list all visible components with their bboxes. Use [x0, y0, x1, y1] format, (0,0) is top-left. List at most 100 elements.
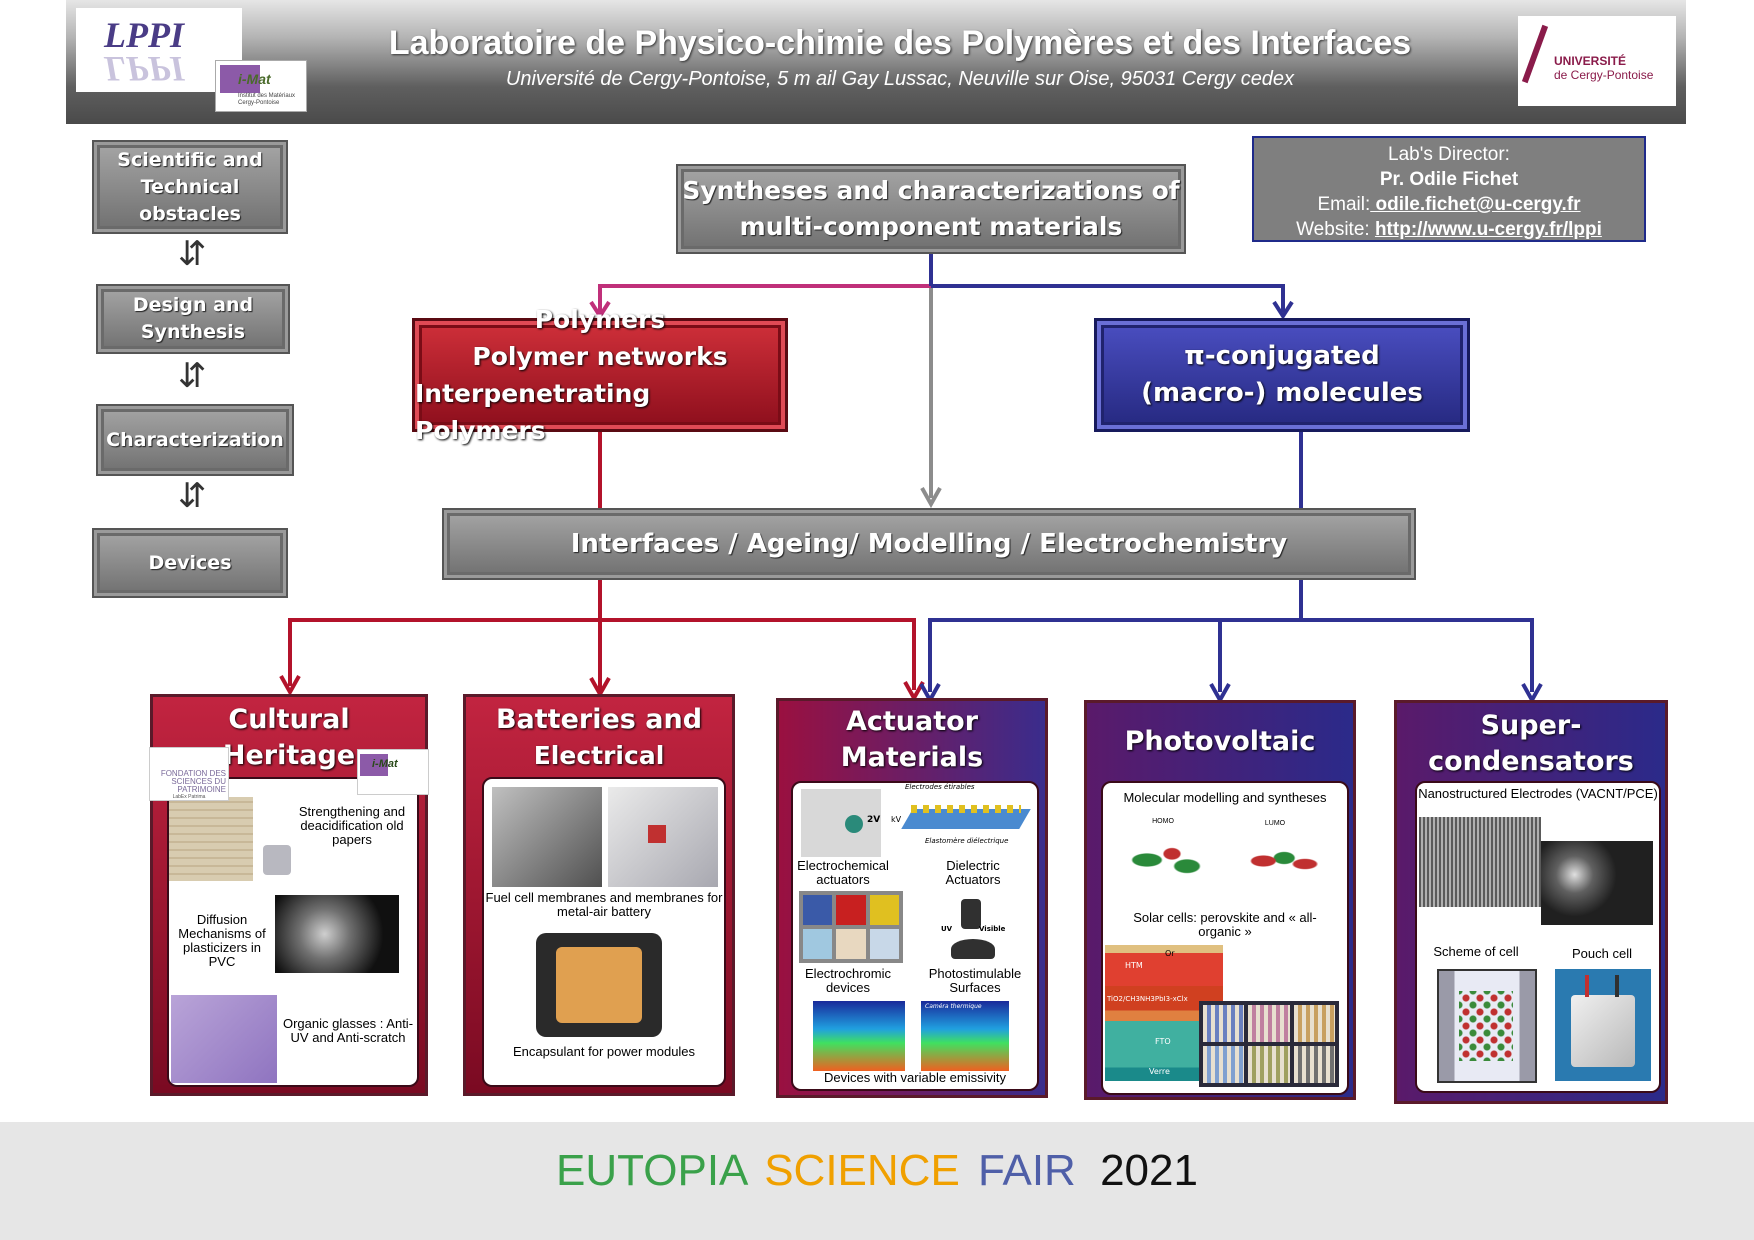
- dielectric-actuator-diagram: Electrodes étirables kV Elastomère diéle…: [891, 783, 1031, 849]
- supercap-scheme-diagram: [1437, 969, 1537, 1083]
- director-website-link[interactable]: http://www.u-cergy.fr/lppi: [1374, 219, 1602, 240]
- event-word-science: SCIENCE: [764, 1146, 960, 1195]
- event-word-eutopia: EUTOPIA: [556, 1146, 746, 1195]
- director-email-label: Email:: [1317, 194, 1371, 215]
- droplet-image: [961, 899, 981, 929]
- elastomer-label: Elastomère diélectrique: [925, 837, 1009, 845]
- batteries-title1: Batteries and: [495, 704, 703, 735]
- htm-layer-label: HTM: [1125, 961, 1143, 970]
- director-name: Pr. Odile Fichet: [1379, 169, 1519, 190]
- interfaces-box: Interfaces / Ageing/ Modelling / Electro…: [442, 508, 1416, 580]
- director-email-row: Email: odile.fichet@u-cergy.fr: [1254, 192, 1644, 217]
- pce-sem-image: [1541, 841, 1653, 925]
- visible-label: Visible: [979, 925, 1006, 933]
- perovskite-layer-label: TiO2/CH3NH3PbI3-xClx: [1107, 995, 1188, 1003]
- ucp-logo-line2: de Cergy-Pontoise: [1554, 68, 1654, 82]
- imat-logo-subtext: Institut des Matériaux Cergy-Pontoise: [238, 93, 296, 106]
- polymers-line2: Polymer networks: [472, 342, 728, 371]
- event-word-fair: FAIR: [978, 1146, 1076, 1195]
- cultural-content: Strengthening and deacidification old pa…: [167, 777, 419, 1087]
- glass-layer-label: Verre: [1149, 1067, 1170, 1076]
- super-content: Nanostructured Electrodes (VACNT/PCE) Sc…: [1415, 781, 1661, 1093]
- panel-supercondensators: Super- condensators Nanostructured Elect…: [1394, 700, 1668, 1104]
- director-email-link[interactable]: odile.fichet@u-cergy.fr: [1370, 194, 1581, 215]
- electrochromic-cell-red: [836, 895, 866, 925]
- cultural-caption-pvc: Diffusion Mechanisms of plasticizers in …: [178, 912, 266, 969]
- step-design-synthesis: Design and Synthesis: [96, 284, 290, 354]
- imat-logo-small-text: i-Mat: [372, 758, 398, 770]
- event-year: 2021: [1100, 1146, 1198, 1195]
- fondation-logo-text: FONDATION DES SCIENCES DU PATRIMOINE: [160, 769, 226, 794]
- homo-label: HOMO: [1152, 818, 1174, 825]
- electrochromic-cell-pale: [869, 929, 899, 959]
- actuator-title1: Actuator: [845, 706, 979, 737]
- organic-glass-image: [171, 995, 277, 1083]
- director-website-label: Website:: [1296, 219, 1370, 240]
- photovoltaic-caption-solar: Solar cells: perovskite and « all-organi…: [1133, 910, 1317, 939]
- ion-pattern: [1459, 991, 1513, 1061]
- electrodes-label: Electrodes étirables: [905, 783, 975, 791]
- organic-cell-2: [1248, 1005, 1290, 1042]
- event-title: EUTOPIA SCIENCE FAIR 2021: [0, 1146, 1754, 1196]
- batteries-caption-membranes: Fuel cell membranes and membranes for me…: [485, 890, 723, 919]
- cultural-title1: Cultural: [228, 704, 350, 735]
- homo-orbital-image: [1117, 829, 1217, 891]
- electrochromic-cell-lightblue: [803, 929, 833, 959]
- au-layer-label: Or: [1165, 949, 1175, 958]
- vacnt-sem-image: [1419, 817, 1541, 907]
- lab-address: Université de Cergy-Pontoise, 5 m ail Ga…: [505, 68, 1295, 90]
- actuator-caption-dielectric: Dielectric Actuators: [945, 858, 1001, 887]
- actuator-caption-photostimulable: Photostimulable Surfaces: [928, 966, 1022, 995]
- panel-actuator: Actuator Materials 2V Electrodes étirabl…: [776, 698, 1048, 1098]
- fto-layer-label: FTO: [1155, 1037, 1171, 1046]
- electrochromic-devices-image: [799, 891, 903, 963]
- batteries-content: Fuel cell membranes and membranes for me…: [482, 777, 726, 1087]
- organic-cell-5: [1248, 1046, 1290, 1083]
- panel-photovoltaic: Photovoltaic Molecular modelling and syn…: [1084, 700, 1356, 1100]
- director-box: Lab's Director: Pr. Odile Fichet Email: …: [1252, 136, 1646, 242]
- organic-cell-1: [1203, 1005, 1245, 1042]
- polymers-line1: Polymers: [534, 305, 666, 334]
- imat-logo: i-Mat Institut des Matériaux Cergy-Ponto…: [215, 60, 307, 112]
- main-topic-line1: Syntheses and characterizations of: [682, 176, 1180, 205]
- photovoltaic-content: Molecular modelling and syntheses HOMO L…: [1101, 781, 1349, 1095]
- lppi-logo-text: LPPI: [104, 15, 184, 55]
- fondation-patrimoine-logo: FONDATION DES SCIENCES DU PATRIMOINE Lab…: [149, 747, 229, 801]
- cultural-caption-glasses: Organic glasses : Anti-UV and Anti-scrat…: [282, 1016, 414, 1045]
- ucp-logo: UNIVERSITÉ de Cergy-Pontoise: [1518, 16, 1676, 106]
- step-updown-arrow-icon: ⇵: [177, 234, 207, 274]
- pouch-cell-body: [1571, 995, 1635, 1067]
- main-topic-box: Syntheses and characterizations of multi…: [676, 164, 1186, 254]
- imat-logo-small-shape: [360, 754, 388, 776]
- deacidification-device-image: [263, 845, 291, 875]
- blue-distribution: [928, 618, 1534, 692]
- step-updown-arrow-icon: ⇵: [177, 476, 207, 516]
- conjugated-line1: π-conjugated: [1184, 341, 1380, 371]
- organic-cell-4: [1203, 1046, 1245, 1083]
- electrochemical-actuator-image: 2V: [801, 789, 881, 857]
- thermal-image-2: Caméra thermique: [921, 1001, 1009, 1071]
- batteries-caption-encapsulant: Encapsulant for power modules: [512, 1044, 696, 1059]
- director-website-row: Website: http://www.u-cergy.fr/lppi: [1254, 217, 1644, 242]
- lumo-label: LUMO: [1264, 820, 1286, 827]
- polymers-box: Polymers Polymer networks Interpenetrati…: [412, 305, 788, 445]
- actuator-caption-emissivity: Devices with variable emissivity: [823, 1070, 1007, 1085]
- fuel-cell-membrane-image: [492, 787, 602, 887]
- super-caption-electrodes: Nanostructured Electrodes (VACNT/PCE): [1418, 786, 1658, 801]
- encapsulant-fill: [556, 947, 642, 1023]
- electrochromic-cell-blue: [803, 895, 833, 925]
- imat-logo-purple-shape: [220, 65, 260, 93]
- panel-batteries: Batteries and Electrical insulators Fuel…: [463, 694, 735, 1096]
- organic-solar-cells-image: [1199, 1001, 1339, 1087]
- photostimulable-surface-image: UV Visible: [941, 895, 1007, 963]
- ucp-logo-line1: UNIVERSITÉ: [1554, 54, 1627, 68]
- step-devices: Devices: [92, 528, 288, 598]
- super-title2: condensators: [1428, 746, 1634, 777]
- main-topic-line2: multi-component materials: [739, 212, 1123, 241]
- actuator-content: 2V Electrodes étirables kV Elastomère di…: [791, 781, 1039, 1091]
- organic-cell-6: [1293, 1046, 1335, 1083]
- electrochromic-cell-yellow: [869, 895, 899, 925]
- photovoltaic-title: Photovoltaic: [1124, 726, 1316, 757]
- kv-label: kV: [891, 815, 902, 824]
